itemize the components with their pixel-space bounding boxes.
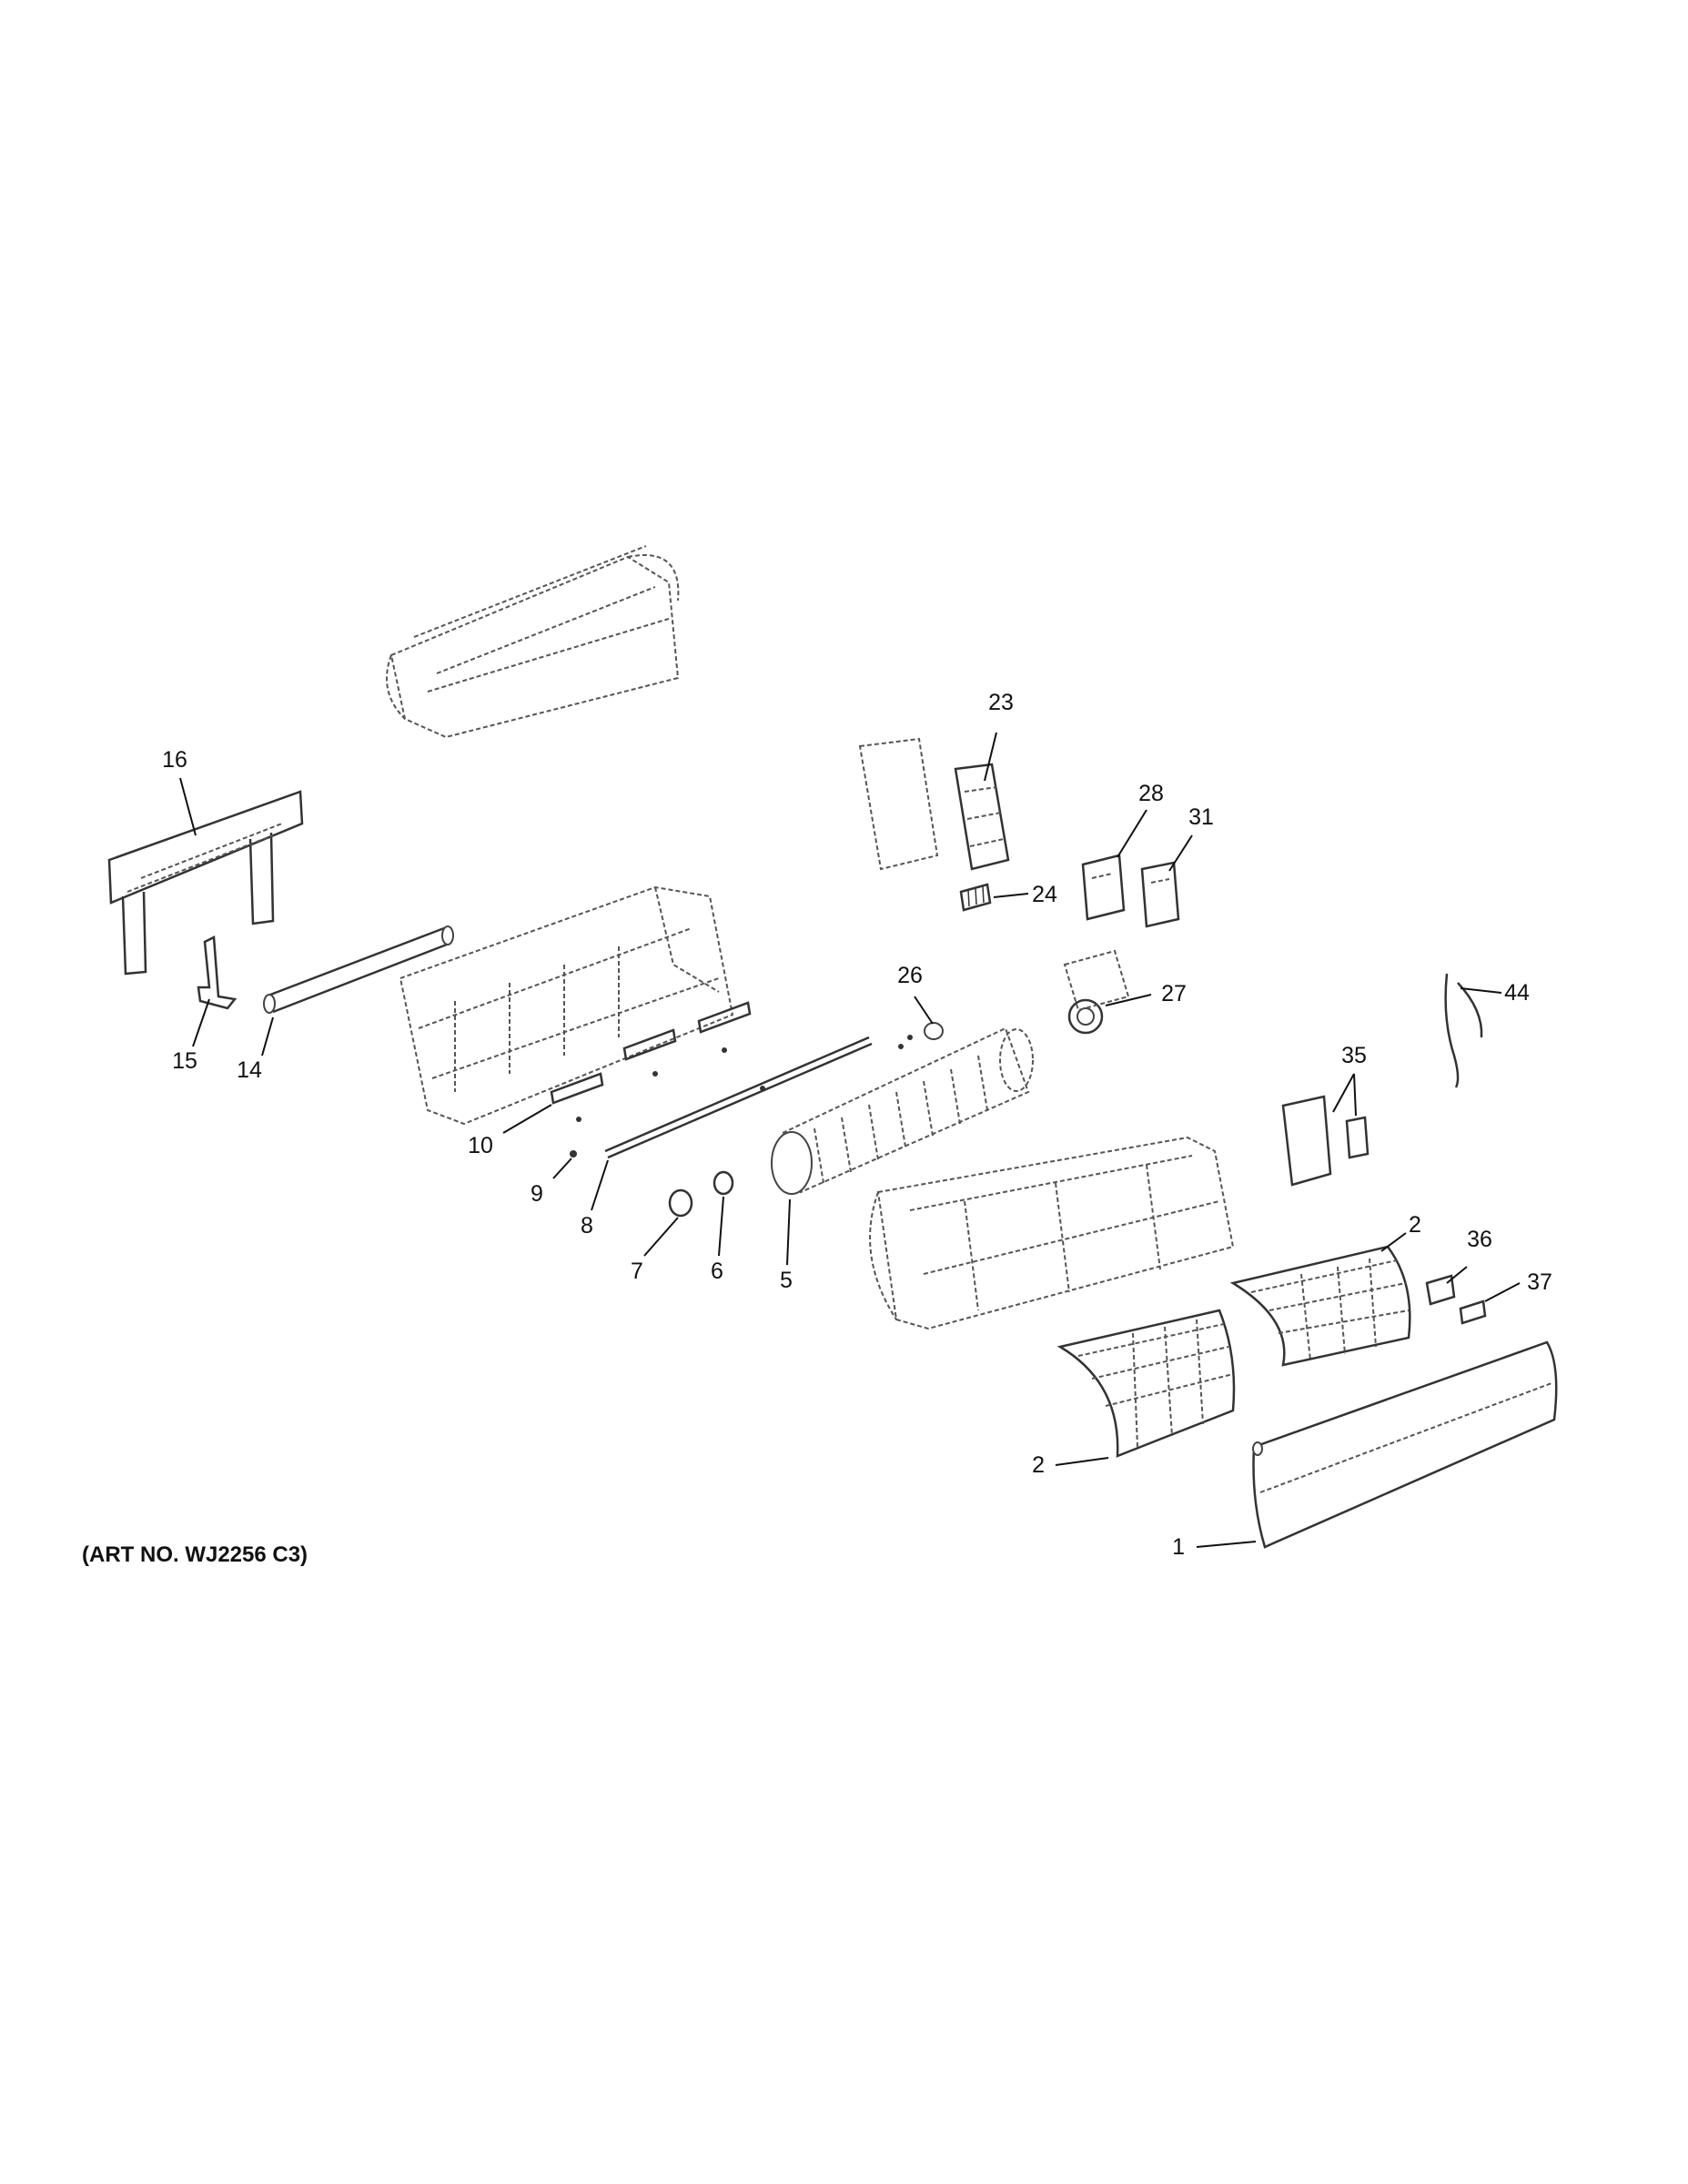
louver-blades [550, 1001, 752, 1122]
control-board [858, 737, 1010, 871]
callout-6: 6 [711, 1259, 723, 1284]
callout-1: 1 [1172, 1534, 1185, 1560]
art-number: (ART NO. WJ2256 C3) [82, 1542, 308, 1567]
filter-clips [1425, 1274, 1487, 1325]
drain-pipe [263, 925, 454, 1014]
callout-37: 37 [1527, 1269, 1552, 1295]
callout-2-right: 2 [1409, 1212, 1421, 1238]
cross-flow-fan [771, 1026, 1034, 1195]
callout-44: 44 [1504, 980, 1530, 1006]
pin [570, 1150, 577, 1158]
bearing-holder [898, 1022, 944, 1049]
callout-5: 5 [780, 1268, 793, 1293]
callout-28: 28 [1138, 781, 1164, 806]
callout-24: 24 [1032, 882, 1057, 907]
callout-2-left: 2 [1032, 1452, 1045, 1478]
callout-36: 36 [1467, 1227, 1492, 1252]
air-filter-left [1056, 1309, 1236, 1458]
front-housing [869, 1136, 1235, 1330]
callout-16: 16 [162, 747, 187, 773]
control-cover-plates [1081, 854, 1180, 928]
leader-lines [179, 732, 1521, 1548]
air-filter-right [1229, 1245, 1411, 1367]
front-panel [1252, 1340, 1558, 1549]
callout-labels: 1 2 2 5 6 7 8 9 10 14 15 16 23 24 26 27 … [162, 690, 1552, 1560]
display-board-assembly [1281, 1095, 1370, 1187]
callout-10: 10 [468, 1133, 493, 1158]
callout-15: 15 [172, 1048, 197, 1074]
callout-23: 23 [988, 690, 1014, 715]
callout-35: 35 [1341, 1043, 1367, 1068]
evaporator-coil [386, 545, 680, 739]
bracket [197, 935, 238, 1010]
swing-rod [604, 1036, 873, 1159]
callout-9: 9 [531, 1181, 543, 1207]
callout-31: 31 [1188, 804, 1214, 830]
callout-26: 26 [897, 963, 923, 988]
bearing-assembly [668, 1170, 734, 1218]
callout-7: 7 [631, 1259, 643, 1284]
fan-motor [1063, 949, 1130, 1035]
callout-8: 8 [581, 1213, 593, 1239]
callout-14: 14 [237, 1057, 262, 1083]
callout-27: 27 [1161, 981, 1187, 1006]
terminal-block [959, 883, 992, 912]
chassis-frame [399, 885, 734, 1126]
mounting-plate [107, 790, 304, 976]
